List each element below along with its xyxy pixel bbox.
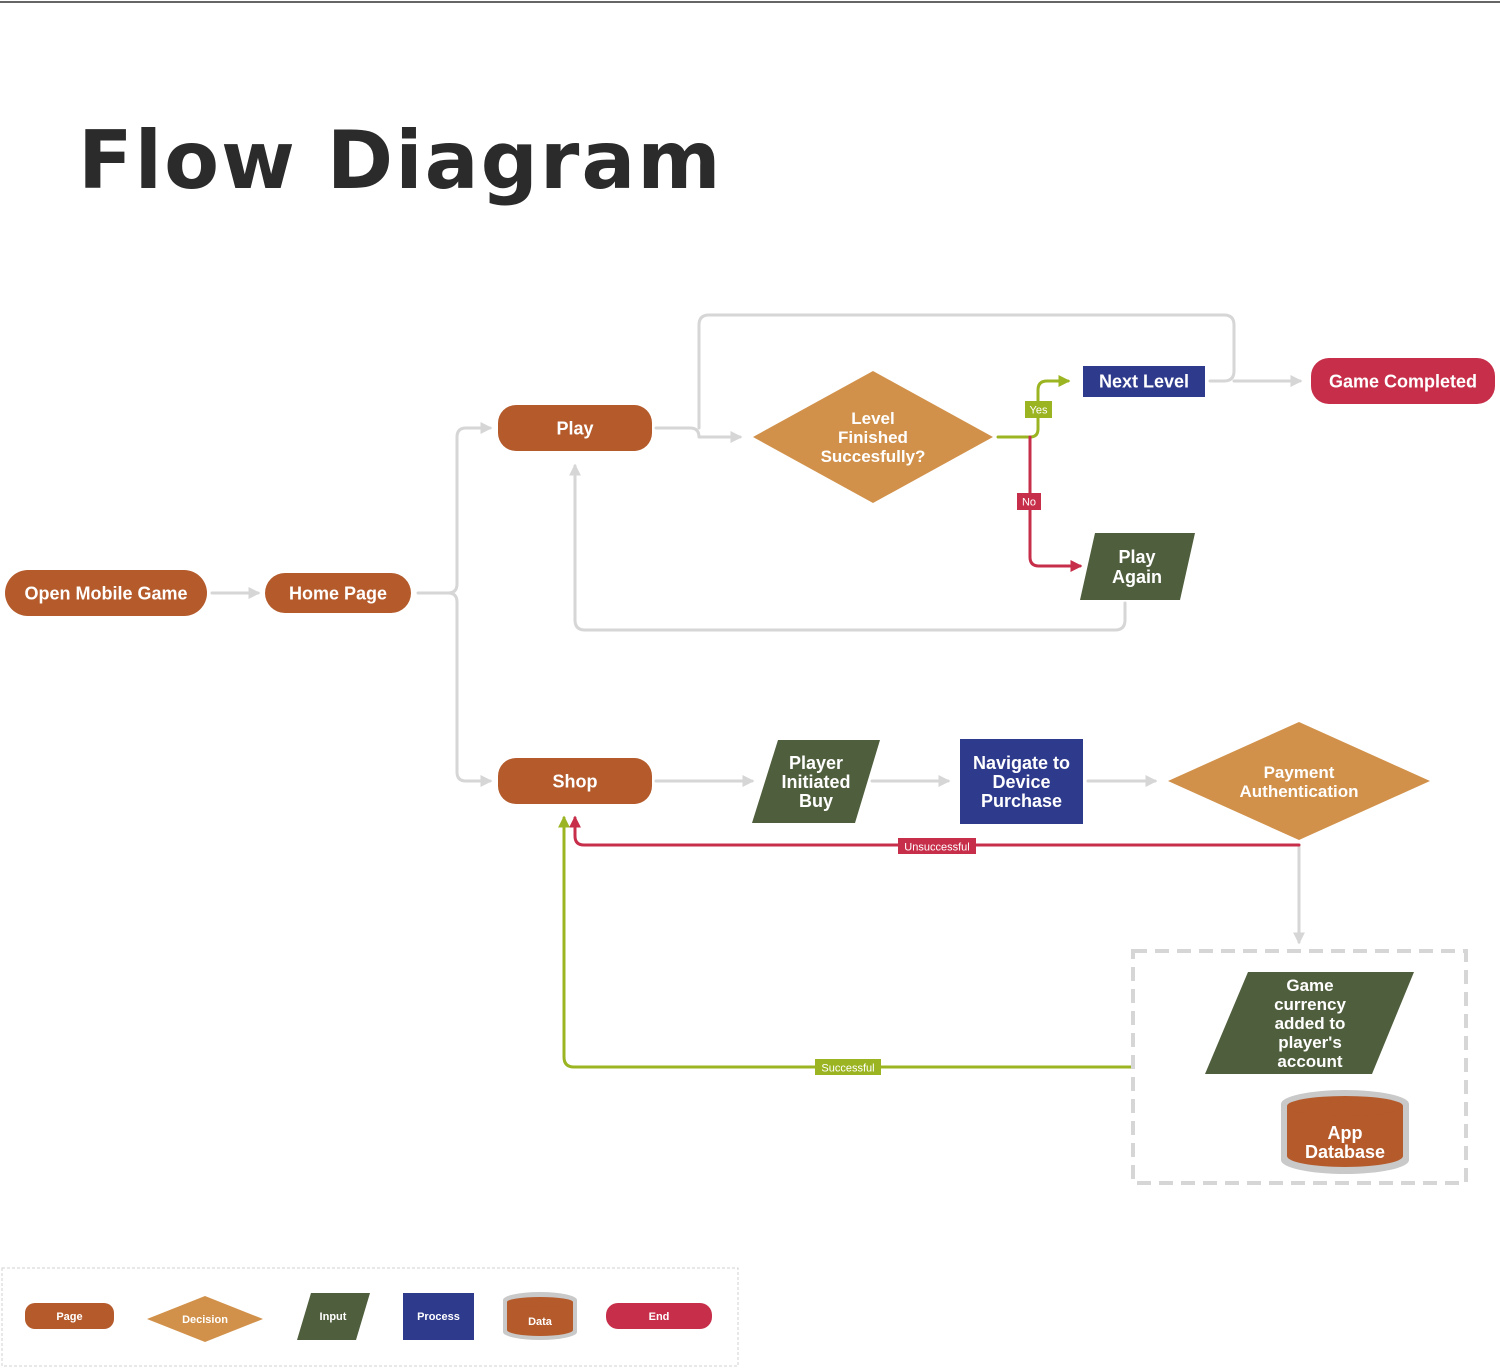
svg-text:No: No bbox=[1022, 497, 1036, 509]
node-shop: Shop bbox=[498, 758, 652, 804]
svg-text:Decision: Decision bbox=[182, 1314, 228, 1326]
svg-text:Initiated: Initiated bbox=[781, 772, 850, 792]
svg-text:Level: Level bbox=[851, 409, 894, 428]
svg-text:Device: Device bbox=[992, 772, 1050, 792]
svg-text:account: account bbox=[1277, 1052, 1343, 1071]
database-group-box bbox=[1131, 949, 1468, 1185]
svg-text:Unsuccessful: Unsuccessful bbox=[904, 842, 969, 854]
node-home-page: Home Page bbox=[265, 573, 411, 613]
legend-decision: Decision bbox=[147, 1296, 263, 1342]
node-open-mobile-game: Open Mobile Game bbox=[5, 570, 207, 616]
node-play-again: Play Again bbox=[1080, 533, 1195, 600]
svg-text:End: End bbox=[649, 1311, 670, 1323]
svg-text:Page: Page bbox=[56, 1311, 82, 1323]
legend-data: Data bbox=[503, 1292, 577, 1340]
svg-text:Play: Play bbox=[556, 419, 593, 439]
svg-text:Shop: Shop bbox=[553, 772, 598, 792]
edge-database-successful bbox=[558, 815, 1135, 1069]
svg-text:Play: Play bbox=[1118, 547, 1155, 567]
svg-text:Yes: Yes bbox=[1030, 405, 1048, 417]
node-player-initiated-buy: Player Initiated Buy bbox=[752, 740, 880, 823]
edge-label-no: No bbox=[1017, 493, 1041, 510]
svg-text:Buy: Buy bbox=[799, 791, 833, 811]
legend-input: Input bbox=[297, 1293, 370, 1340]
svg-text:Successful: Successful bbox=[821, 1063, 874, 1075]
svg-text:App: App bbox=[1328, 1123, 1363, 1143]
node-play: Play bbox=[498, 405, 652, 451]
svg-text:Input: Input bbox=[320, 1311, 347, 1323]
node-game-completed: Game Completed bbox=[1311, 358, 1495, 404]
edge-decision-no bbox=[1028, 435, 1083, 572]
svg-text:Game: Game bbox=[1286, 976, 1333, 995]
node-currency-added: Game currency added to player's account bbox=[1205, 972, 1414, 1074]
legend-process: Process bbox=[403, 1293, 474, 1340]
edge-label-successful: Successful bbox=[815, 1059, 881, 1075]
edge-home-to-shop bbox=[446, 591, 493, 787]
svg-text:Next Level: Next Level bbox=[1099, 372, 1189, 392]
svg-text:Open Mobile Game: Open Mobile Game bbox=[24, 584, 187, 604]
svg-text:Purchase: Purchase bbox=[981, 791, 1062, 811]
edges bbox=[210, 313, 1305, 1069]
svg-text:Authentication: Authentication bbox=[1240, 782, 1359, 801]
node-navigate-device-purchase: Navigate to Device Purchase bbox=[960, 739, 1083, 824]
edge-label-yes: Yes bbox=[1025, 401, 1052, 418]
edge-nextlevel-loop bbox=[697, 313, 1236, 430]
edge-home-to-play bbox=[416, 422, 493, 595]
edge-play-to-decision bbox=[654, 426, 743, 443]
svg-text:Finished: Finished bbox=[838, 428, 908, 447]
svg-text:Again: Again bbox=[1112, 567, 1162, 587]
svg-text:Player: Player bbox=[789, 753, 843, 773]
legend-page: Page bbox=[25, 1303, 114, 1329]
edge-playagain-to-play bbox=[569, 463, 1127, 632]
edge-label-unsuccessful: Unsuccessful bbox=[898, 838, 976, 854]
page-title: Flow Diagram bbox=[78, 114, 723, 207]
legend: Page Decision Input Process Data End bbox=[1, 1267, 739, 1367]
svg-text:added to: added to bbox=[1275, 1014, 1346, 1033]
svg-text:Navigate to: Navigate to bbox=[973, 753, 1070, 773]
svg-text:Data: Data bbox=[528, 1316, 553, 1328]
edge-payment-unsuccessful bbox=[569, 815, 1301, 847]
svg-text:Home Page: Home Page bbox=[289, 584, 387, 604]
svg-text:Database: Database bbox=[1305, 1142, 1385, 1162]
legend-end: End bbox=[606, 1303, 712, 1329]
svg-text:Succesfully?: Succesfully? bbox=[821, 447, 926, 466]
svg-text:player's: player's bbox=[1278, 1033, 1342, 1052]
svg-text:currency: currency bbox=[1274, 995, 1346, 1014]
node-payment-authentication-decision: Payment Authentication bbox=[1168, 722, 1430, 840]
svg-text:Game Completed: Game Completed bbox=[1329, 372, 1477, 392]
node-next-level: Next Level bbox=[1083, 366, 1205, 397]
node-level-finished-decision: Level Finished Succesfully? bbox=[753, 371, 993, 503]
svg-text:Payment: Payment bbox=[1264, 763, 1335, 782]
svg-text:Process: Process bbox=[417, 1311, 460, 1323]
node-app-database: App Database bbox=[1281, 1090, 1409, 1174]
legend-frame bbox=[1, 1267, 739, 1367]
